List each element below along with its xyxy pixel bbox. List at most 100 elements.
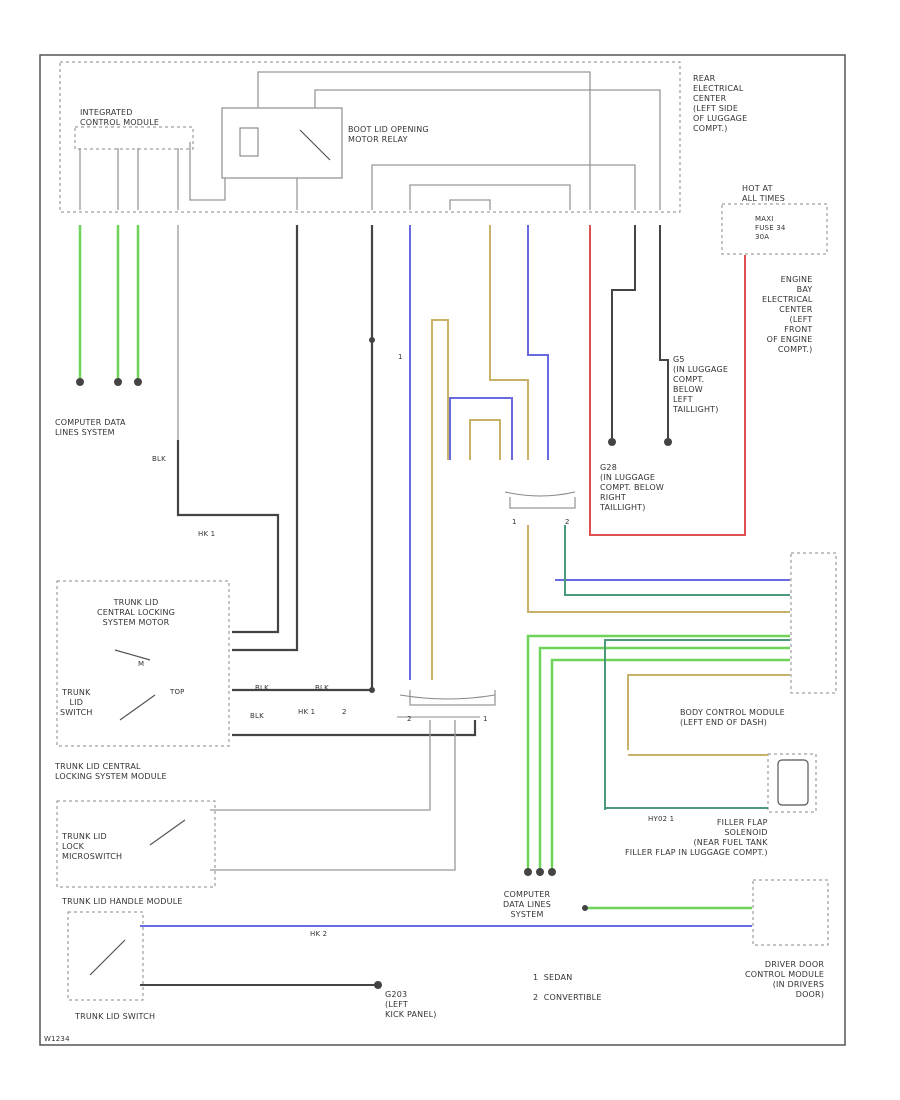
node-green-6 <box>548 868 556 876</box>
wire-gray-top-4 <box>371 164 636 210</box>
wire-teal-bcm <box>564 525 790 596</box>
relay-coil <box>239 127 259 157</box>
label-cdl-system-2: COMPUTER DATA LINES SYSTEM <box>503 890 552 919</box>
rear-center-box <box>59 61 681 213</box>
wire-yellow-2 <box>431 319 449 680</box>
label-wire-blk-a: BLK <box>255 684 269 692</box>
wire-gray-top-5 <box>409 184 571 210</box>
wire-gray-low-1 <box>210 720 431 811</box>
label-connector-4: 2 <box>407 715 412 723</box>
wire-black-4 <box>232 720 477 737</box>
node-green-5 <box>536 868 544 876</box>
label-icm: INTEGRATED CONTROL MODULE <box>80 108 160 127</box>
label-engine-bay: ENGINE BAY ELECTRICAL CENTER (LEFT FRONT… <box>762 275 813 354</box>
wire-gray-top-3 <box>189 142 226 201</box>
label-ground-kick: G203 (LEFT KICK PANEL) <box>385 990 437 1019</box>
wire-gray-top-2 <box>314 89 661 210</box>
wire-green-bcm-1 <box>526 634 790 870</box>
label-driver-door: DRIVER DOOR CONTROL MODULE (IN DRIVERS D… <box>745 960 825 999</box>
wire-black-1 <box>176 440 280 634</box>
label-trunk-lock-motor: TRUNK LID CENTRAL LOCKING SYSTEM MOTOR <box>97 598 176 627</box>
driver-door-box <box>752 879 829 946</box>
label-ground-luggage-left: G5 (IN LUGGAGE COMPT. BELOW LEFT TAILLIG… <box>673 355 729 414</box>
relay-box <box>221 107 343 179</box>
label-trunk-handle-module: TRUNK LID HANDLE MODULE <box>62 897 183 906</box>
node-ground-2 <box>664 438 672 446</box>
filler-flap-box <box>767 753 817 813</box>
label-wire-blk-2: BLK <box>250 712 264 720</box>
switch-lid-lock <box>149 819 186 846</box>
label-motor: M <box>138 660 145 668</box>
label-hot-at: HOT AT ALL TIMES <box>742 184 786 203</box>
wire-yellow-3 <box>469 419 501 460</box>
label-switch-top: TOP <box>170 688 185 696</box>
label-fuse: MAXI FUSE 34 30A <box>755 215 786 241</box>
label-wire-blk-1: BLK <box>152 455 166 463</box>
node-ground-1 <box>608 438 616 446</box>
node-green-4 <box>524 868 532 876</box>
trunk-handle-module-box <box>67 911 144 1001</box>
legend-sedan: 1 SEDAN <box>533 973 573 982</box>
label-trunk-lock-module: TRUNK LID CENTRAL LOCKING SYSTEM MODULE <box>55 762 167 781</box>
label-connector-1: 1 <box>512 518 517 526</box>
label-cdl-system-1: COMPUTER DATA LINES SYSTEM <box>55 418 126 437</box>
label-filler-flap: FILLER FLAP SOLENOID (NEAR FUEL TANK FIL… <box>625 818 768 857</box>
wire-black-2 <box>232 225 299 652</box>
label-hk1: HK 1 <box>198 530 216 538</box>
label-hy02: HY02 1 <box>648 815 675 823</box>
label-connector-2: 2 <box>565 518 570 526</box>
switch-lock-motor <box>114 649 151 661</box>
wire-blue-3 <box>449 397 513 460</box>
wire-ground-left <box>611 225 636 440</box>
node-green-3 <box>134 378 142 386</box>
label-trunk-lid-lock: TRUNK LID LOCK MICROSWITCH <box>62 832 123 861</box>
connector-bracket-1 <box>399 694 496 700</box>
outer-frame <box>39 54 846 1046</box>
node-splice-1 <box>369 337 375 343</box>
wire-gray-low-2 <box>210 720 456 871</box>
footer-code: W1234 <box>44 1035 70 1043</box>
label-wire-blk-b: BLK <box>315 684 329 692</box>
label-rear-center: REAR ELECTRICAL CENTER (LEFT SIDE OF LUG… <box>693 74 748 133</box>
node-green-7 <box>582 905 588 911</box>
switch-trunk-lid <box>119 694 156 721</box>
label-hk2: HK 2 <box>310 930 328 938</box>
label-trunk-lid-switch: TRUNK LID SWITCH <box>60 688 93 717</box>
wire-gray-mid-2 <box>409 690 496 706</box>
wire-gray-top-1 <box>257 71 591 210</box>
legend-convertible: 2 CONVERTIBLE <box>533 993 602 1002</box>
label-connector-3: 1 <box>483 715 488 723</box>
node-green-1 <box>76 378 84 386</box>
wire-gray-mid-3 <box>509 497 576 509</box>
switch-handle <box>89 939 126 976</box>
relay-switch <box>299 129 331 161</box>
label-trunk-lid-switch-bottom: TRUNK LID SWITCH <box>75 1012 156 1021</box>
label-connector-5: 1 <box>398 353 403 361</box>
wire-blue-2 <box>527 225 549 460</box>
label-connector-6: 2 <box>342 708 347 716</box>
node-green-2 <box>114 378 122 386</box>
label-bcm: BODY CONTROL MODULE (LEFT END OF DASH) <box>680 708 785 727</box>
node-splice-2 <box>369 687 375 693</box>
wire-green-bcm-3 <box>550 658 790 870</box>
label-ground-luggage-right: G28 (IN LUGGAGE COMPT. BELOW RIGHT TAILL… <box>600 463 664 512</box>
node-ground-3 <box>374 981 382 989</box>
wire-ground-right <box>659 225 669 440</box>
wire-yellow-bcm <box>527 525 790 613</box>
label-hk1b: HK 1 <box>298 708 316 716</box>
wire-yellow-filler <box>627 674 790 750</box>
fuse-box <box>721 203 828 255</box>
wire-black-3 <box>232 225 374 692</box>
icm-box <box>74 126 194 150</box>
wire-red-1 <box>589 225 746 536</box>
connector-bracket-2 <box>504 491 576 497</box>
wire-gray-top-6 <box>449 199 491 210</box>
label-relay: BOOT LID OPENING MOTOR RELAY <box>348 125 429 144</box>
wire-teal-filler <box>604 639 790 810</box>
trunk-lock-module-box <box>56 580 230 747</box>
bcm-box <box>790 552 837 694</box>
trunk-lid-lock-box <box>56 800 216 888</box>
wire-yellow-1 <box>489 225 529 460</box>
filler-flap-solenoid <box>777 759 809 806</box>
